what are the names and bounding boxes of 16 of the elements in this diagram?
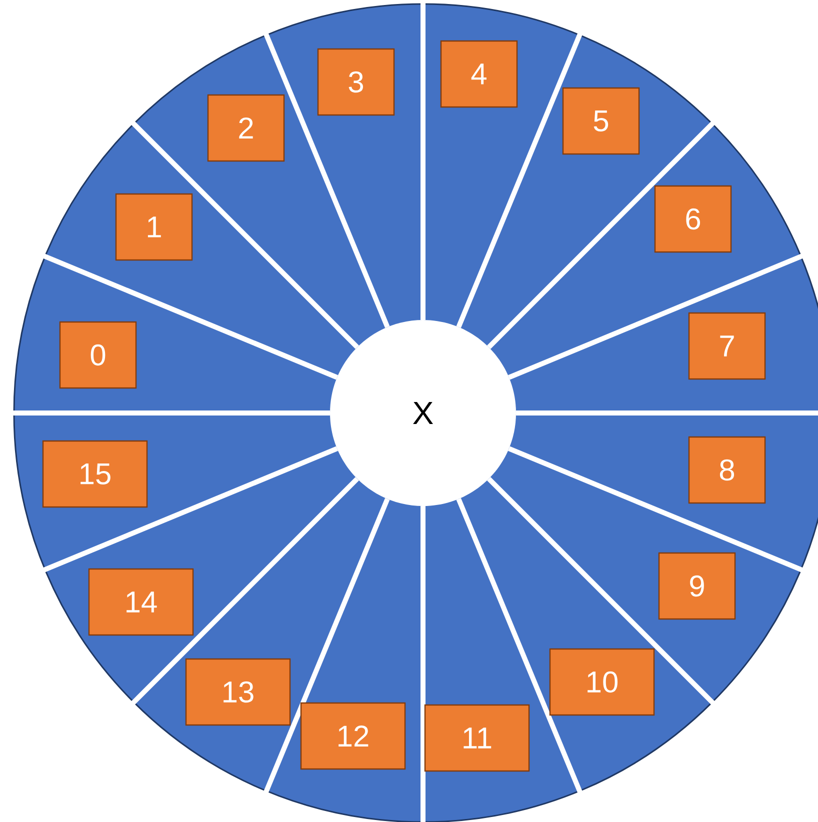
number-tag: 8 — [688, 436, 766, 504]
number-tag: 2 — [207, 94, 285, 162]
number-tag: 3 — [317, 48, 395, 116]
number-tag: 7 — [688, 312, 766, 380]
number-tag: 15 — [42, 440, 148, 508]
number-tag: 4 — [440, 40, 518, 108]
number-tag: 9 — [658, 552, 736, 620]
number-tag: 0 — [59, 321, 137, 389]
number-tag: 5 — [562, 87, 640, 155]
number-tag: 12 — [300, 702, 406, 770]
number-tag: 14 — [88, 568, 194, 636]
number-tag: 10 — [549, 648, 655, 716]
number-tag: 13 — [185, 658, 291, 726]
number-tag: 1 — [115, 193, 193, 261]
number-tag: 6 — [654, 185, 732, 253]
number-tag: 11 — [424, 704, 530, 772]
